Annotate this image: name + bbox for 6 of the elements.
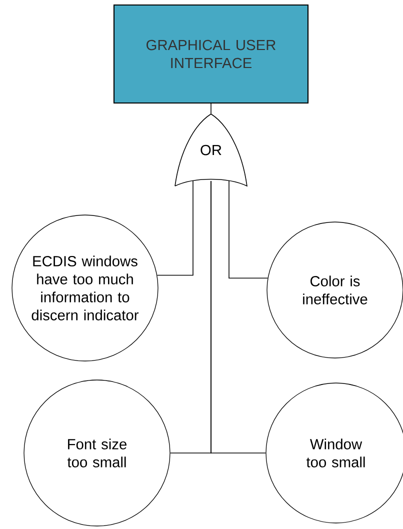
connector-line — [228, 180, 268, 279]
event-box: GRAPHICAL USER INTERFACE — [113, 4, 309, 104]
connector-line — [156, 180, 194, 276]
connector-line — [210, 180, 266, 454]
connector-line — [210, 103, 212, 114]
or-gate: OR — [174, 114, 248, 186]
